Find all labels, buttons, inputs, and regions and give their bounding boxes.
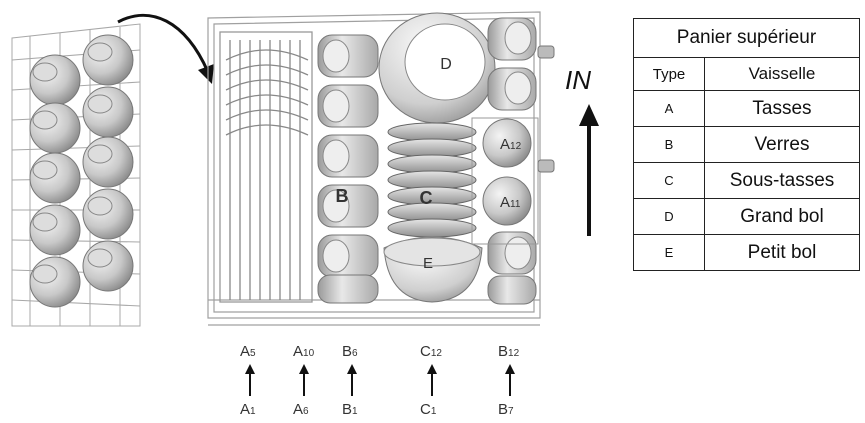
legend-table: Panier supérieur Type Vaisselle A Tasses… (633, 18, 860, 271)
order-top-label: C12 (420, 343, 442, 360)
loading-order: A5 A1 A10 A6 B6 B1 C12 C1 B12 B7 (240, 343, 520, 418)
main-basket: D B C E A12 A11 (207, 11, 555, 326)
legend-value: Tasses (704, 90, 860, 127)
saucers-stack (387, 122, 477, 238)
legend-key: A (633, 90, 705, 127)
label-a12: A12 (500, 136, 522, 153)
legend-value: Petit bol (704, 234, 860, 271)
plate-rack (219, 31, 313, 303)
order-bottom-label: A6 (293, 401, 309, 418)
pointer-arrow-head-icon (198, 64, 214, 84)
legend-title: Panier supérieur (633, 18, 860, 58)
label-a11: A11 (500, 194, 521, 211)
direction-label: IN (565, 65, 591, 95)
label-c: C (420, 188, 433, 208)
order-top-label: B6 (342, 343, 358, 360)
legend-key: E (633, 234, 705, 271)
legend-row: D Grand bol (633, 198, 860, 235)
legend-value: Verres (704, 126, 860, 163)
right-glasses-column (487, 17, 537, 305)
legend-row: C Sous-tasses (633, 162, 860, 199)
legend-row: B Verres (633, 126, 860, 163)
order-bottom-label: C1 (420, 401, 437, 418)
legend-value: Sous-tasses (704, 162, 860, 199)
pointer-arrow (117, 13, 210, 73)
legend-key: C (633, 162, 705, 199)
legend-col-dish: Vaisselle (704, 57, 860, 91)
large-bowl (378, 12, 496, 124)
cup-icon (29, 34, 134, 308)
legend-col-type: Type (633, 57, 705, 91)
legend-key: B (633, 126, 705, 163)
order-bottom-label: A1 (240, 401, 256, 418)
order-arrow-head-icon (245, 364, 515, 374)
label-e: E (423, 255, 433, 272)
order-bottom-label: B7 (498, 401, 514, 418)
side-cup-rack (11, 23, 141, 327)
order-bottom-label: B1 (342, 401, 358, 418)
label-d: D (440, 56, 452, 73)
label-b: B (336, 186, 349, 206)
basket-hinge-icon (537, 45, 555, 173)
legend-row: E Petit bol (633, 234, 860, 271)
order-top-label: A10 (293, 343, 315, 360)
order-top-label: B12 (498, 343, 520, 360)
order-top-label: A5 (240, 343, 256, 360)
legend-key: D (633, 198, 705, 235)
glasses-column (317, 34, 379, 304)
small-bowl (383, 236, 483, 303)
order-arrow-icon (249, 372, 511, 396)
direction-arrow-icon (579, 104, 599, 236)
legend-row: A Tasses (633, 90, 860, 127)
dishwasher-upper-basket-diagram: D B C E A12 A11 IN A5 A1 A10 A6 (11, 11, 599, 418)
label-a12-sub: 12 (510, 141, 522, 152)
cup-icon (471, 117, 539, 245)
label-a11-sub: 11 (510, 199, 521, 210)
legend-value: Grand bol (704, 198, 860, 235)
